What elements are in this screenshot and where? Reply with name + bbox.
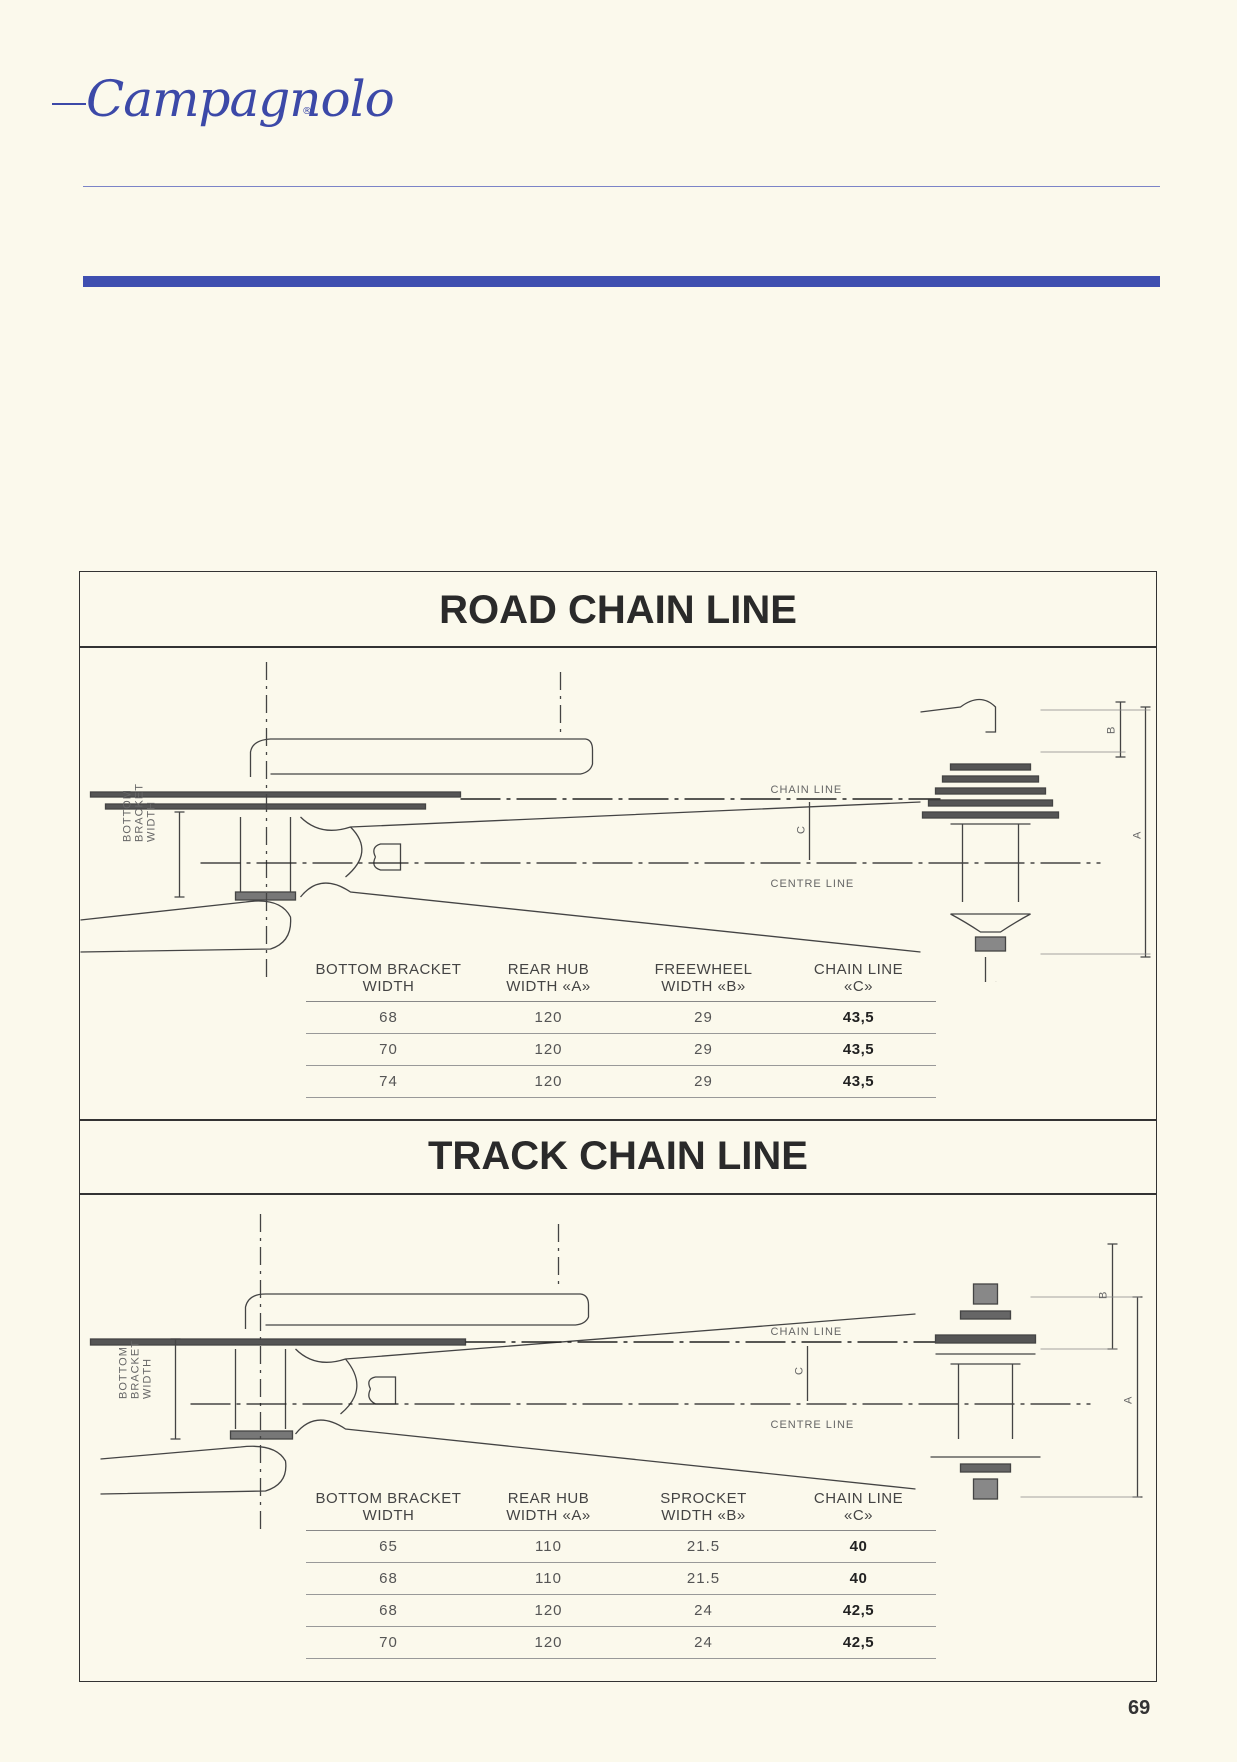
logo-wordmark: Campagnolo <box>86 70 395 128</box>
cell-bb: 68 <box>306 1594 471 1627</box>
table-row: 68 120 24 42,5 <box>306 1594 936 1627</box>
track-dim-a: A <box>1123 1396 1135 1404</box>
track-centre-line-label: CENTRE LINE <box>771 1419 855 1431</box>
road-dim-b: B <box>1106 726 1118 734</box>
track-chain-line-label: CHAIN LINE <box>771 1326 843 1338</box>
header-chain-line: CHAIN LINE«C» <box>781 961 936 1002</box>
cell-chain-line: 42,5 <box>781 1594 936 1627</box>
road-bb-label-3: WIDTH <box>146 801 158 842</box>
table-row: 68 120 29 43,5 <box>306 1001 936 1034</box>
road-centre-line-label: CENTRE LINE <box>771 878 855 890</box>
table-row: 74 120 29 43,5 <box>306 1065 936 1098</box>
chain-line-panel: ROAD CHAIN LINE <box>79 571 1157 1682</box>
logo-registered-mark: ® <box>302 106 312 117</box>
cell-hub: 120 <box>471 1626 626 1659</box>
cell-bb: 68 <box>306 1562 471 1595</box>
cell-hub: 110 <box>471 1562 626 1595</box>
road-chain-line-title: ROAD CHAIN LINE <box>439 588 797 632</box>
cell-chain-line: 40 <box>781 1530 936 1563</box>
cell-bb: 65 <box>306 1530 471 1563</box>
header-thin-rule <box>83 186 1160 187</box>
road-bb-label-1: BOTTOM <box>122 789 134 842</box>
road-chain-line-diagram: CHAIN LINE CENTRE LINE C B A BOTTOM BRAC… <box>80 662 1151 982</box>
table-row: 70 120 29 43,5 <box>306 1033 936 1066</box>
cell-hub: 120 <box>471 1001 626 1034</box>
track-bb-label-1: BOTTOM <box>118 1346 130 1399</box>
road-title-rule <box>80 646 1156 648</box>
logo-dash <box>52 103 86 105</box>
track-title-top-rule <box>80 1119 1156 1121</box>
cell-hub: 110 <box>471 1530 626 1563</box>
cell-chain-line: 40 <box>781 1562 936 1595</box>
header-chain-line: CHAIN LINE«C» <box>781 1490 936 1531</box>
table-row: 70 120 24 42,5 <box>306 1626 936 1659</box>
cell-freewheel: 29 <box>626 1033 781 1066</box>
track-chain-line-title: TRACK CHAIN LINE <box>428 1134 808 1178</box>
cell-bb: 70 <box>306 1626 471 1659</box>
page-number: 69 <box>1128 1697 1151 1719</box>
track-bb-label-3: WIDTH <box>142 1358 154 1399</box>
cell-sprocket: 21.5 <box>626 1562 781 1595</box>
track-dim-b: B <box>1098 1291 1110 1299</box>
cell-freewheel: 29 <box>626 1001 781 1034</box>
cell-sprocket: 24 <box>626 1594 781 1627</box>
cell-bb: 74 <box>306 1065 471 1098</box>
track-chain-line-diagram: CHAIN LINE CENTRE LINE C B A BOTTOM BRAC… <box>89 1214 1143 1529</box>
cell-sprocket: 21.5 <box>626 1530 781 1563</box>
track-bb-label-2: BRACKET <box>130 1340 142 1399</box>
cell-hub: 120 <box>471 1033 626 1066</box>
cell-hub: 120 <box>471 1065 626 1098</box>
campagnolo-logo: Campagnolo ® <box>52 70 395 150</box>
track-title-bottom-rule <box>80 1193 1156 1195</box>
cell-sprocket: 24 <box>626 1626 781 1659</box>
table-row: 68 110 21.5 40 <box>306 1562 936 1595</box>
cell-bb: 70 <box>306 1033 471 1066</box>
cell-hub: 120 <box>471 1594 626 1627</box>
header-thick-rule <box>83 276 1160 287</box>
table-row: 65 110 21.5 40 <box>306 1530 936 1563</box>
cell-freewheel: 29 <box>626 1065 781 1098</box>
cell-chain-line: 43,5 <box>781 1065 936 1098</box>
cell-chain-line: 43,5 <box>781 1033 936 1066</box>
road-dim-c: C <box>796 825 808 834</box>
track-dim-c: C <box>794 1366 806 1375</box>
road-dim-a: A <box>1132 831 1144 839</box>
cell-chain-line: 43,5 <box>781 1001 936 1034</box>
road-bb-label-2: BRACKET <box>134 783 146 842</box>
road-chain-line-label: CHAIN LINE <box>771 784 843 796</box>
cell-chain-line: 42,5 <box>781 1626 936 1659</box>
cell-bb: 68 <box>306 1001 471 1034</box>
